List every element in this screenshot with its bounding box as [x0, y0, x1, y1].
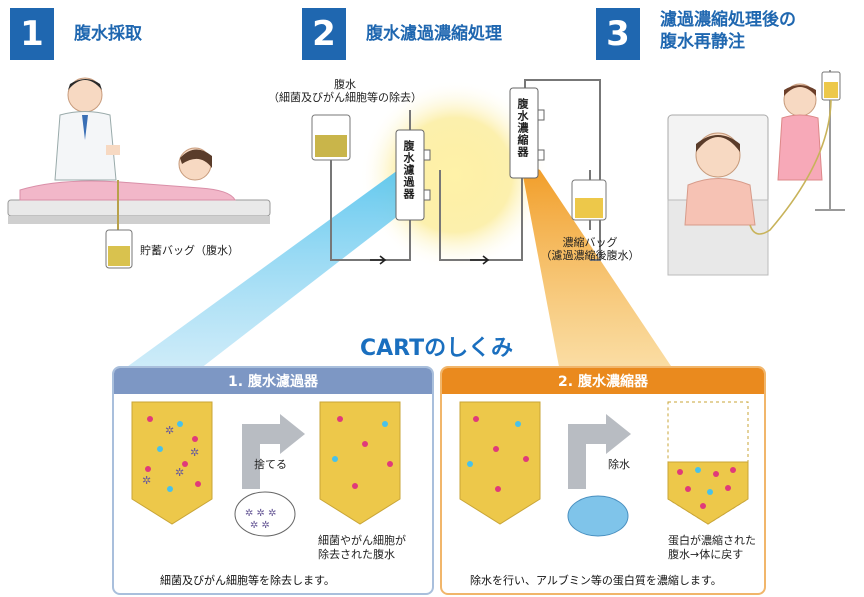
svg-text:✲: ✲ — [190, 446, 199, 459]
svg-text:✲ ✲ ✲: ✲ ✲ ✲ — [245, 508, 277, 519]
drain-bag-label: 貯蓄バッグ（腹水） — [140, 244, 239, 257]
step-2-illustration — [311, 79, 607, 265]
step-2-number: 2 — [302, 8, 346, 60]
concentrate-action-label: 除水 — [608, 458, 630, 471]
step-2-title: 腹水濾過濃縮処理 — [366, 24, 502, 44]
concentrator-panel-graphics — [459, 401, 749, 537]
ascites-label-line2: （細菌及びがん細胞等の除去） — [268, 91, 422, 104]
filter-result-line1: 細菌やがん細胞が — [318, 534, 406, 547]
cart-title: CARTのしくみ — [360, 336, 514, 361]
patient-head — [695, 132, 741, 178]
filtered-container — [319, 401, 401, 525]
filter-result-line2: 除去された腹水 — [318, 548, 395, 561]
filter-device — [395, 129, 425, 221]
concentrator-beam — [520, 160, 675, 372]
ascites-label-line1: 腹水 — [334, 78, 356, 91]
doctor-coat — [54, 111, 117, 181]
conc-bag-label-line1: 濃縮バッグ — [562, 236, 618, 249]
patient-gown — [684, 178, 756, 226]
step-3-title-line1: 濾過濃縮処理後の — [660, 10, 796, 30]
filter-action-label: 捨てる — [254, 458, 287, 471]
filter-beam — [120, 170, 412, 372]
step-1-illustration — [7, 77, 271, 269]
conc-bag-label-line2: （濾過濃縮後腹水） — [540, 249, 640, 262]
step-1-number: 1 — [10, 8, 54, 60]
patient-body — [19, 180, 236, 201]
filter-caption: 細菌及びがん細胞等を除去します。 — [160, 574, 335, 587]
step-3-title-line2: 腹水再静注 — [660, 32, 745, 52]
svg-text:✲: ✲ — [175, 466, 184, 479]
water-bag — [567, 495, 629, 537]
particles-concentrated — [677, 467, 736, 509]
svg-text:✲: ✲ — [165, 424, 174, 437]
particles-after — [332, 416, 393, 489]
concentrate-caption: 除水を行い、アルブミン等の蛋白質を濃縮します。 — [470, 574, 722, 587]
svg-text:✲: ✲ — [142, 474, 151, 487]
step-3-number: 3 — [596, 8, 640, 60]
particles-before: ✲ ✲ ✲ ✲ — [142, 416, 201, 492]
concentrator-panel-header: 2. 腹水濃縮器 — [442, 368, 764, 394]
ascites-container — [131, 401, 213, 525]
concentrator-label: 腹水濃縮器 — [516, 98, 529, 158]
filter-panel-graphics: ✲ ✲ ✲ ✲ ✲ ✲ ✲ ✲ ✲ — [131, 401, 401, 537]
concentrate-arrow — [568, 414, 631, 489]
filter-arrow — [242, 414, 305, 489]
discard-bag — [234, 491, 296, 537]
step-1-title: 腹水採取 — [74, 24, 142, 44]
bed — [7, 199, 271, 217]
nurse-uniform — [777, 114, 823, 181]
svg-text:✲ ✲: ✲ ✲ — [250, 520, 270, 531]
particles-input — [467, 416, 529, 492]
center-glow — [360, 80, 550, 270]
step-3-illustration — [667, 70, 845, 276]
concentrate-result-line2: 腹水→体に戻す — [668, 548, 744, 561]
filter-panel-header: 1. 腹水濾過器 — [114, 368, 432, 394]
filter-label: 腹水濾過器 — [402, 140, 415, 200]
concentrate-result-line1: 蛋白が濃縮された — [668, 534, 756, 547]
filtered-input-container — [459, 401, 541, 525]
concentrator-device — [509, 87, 539, 179]
